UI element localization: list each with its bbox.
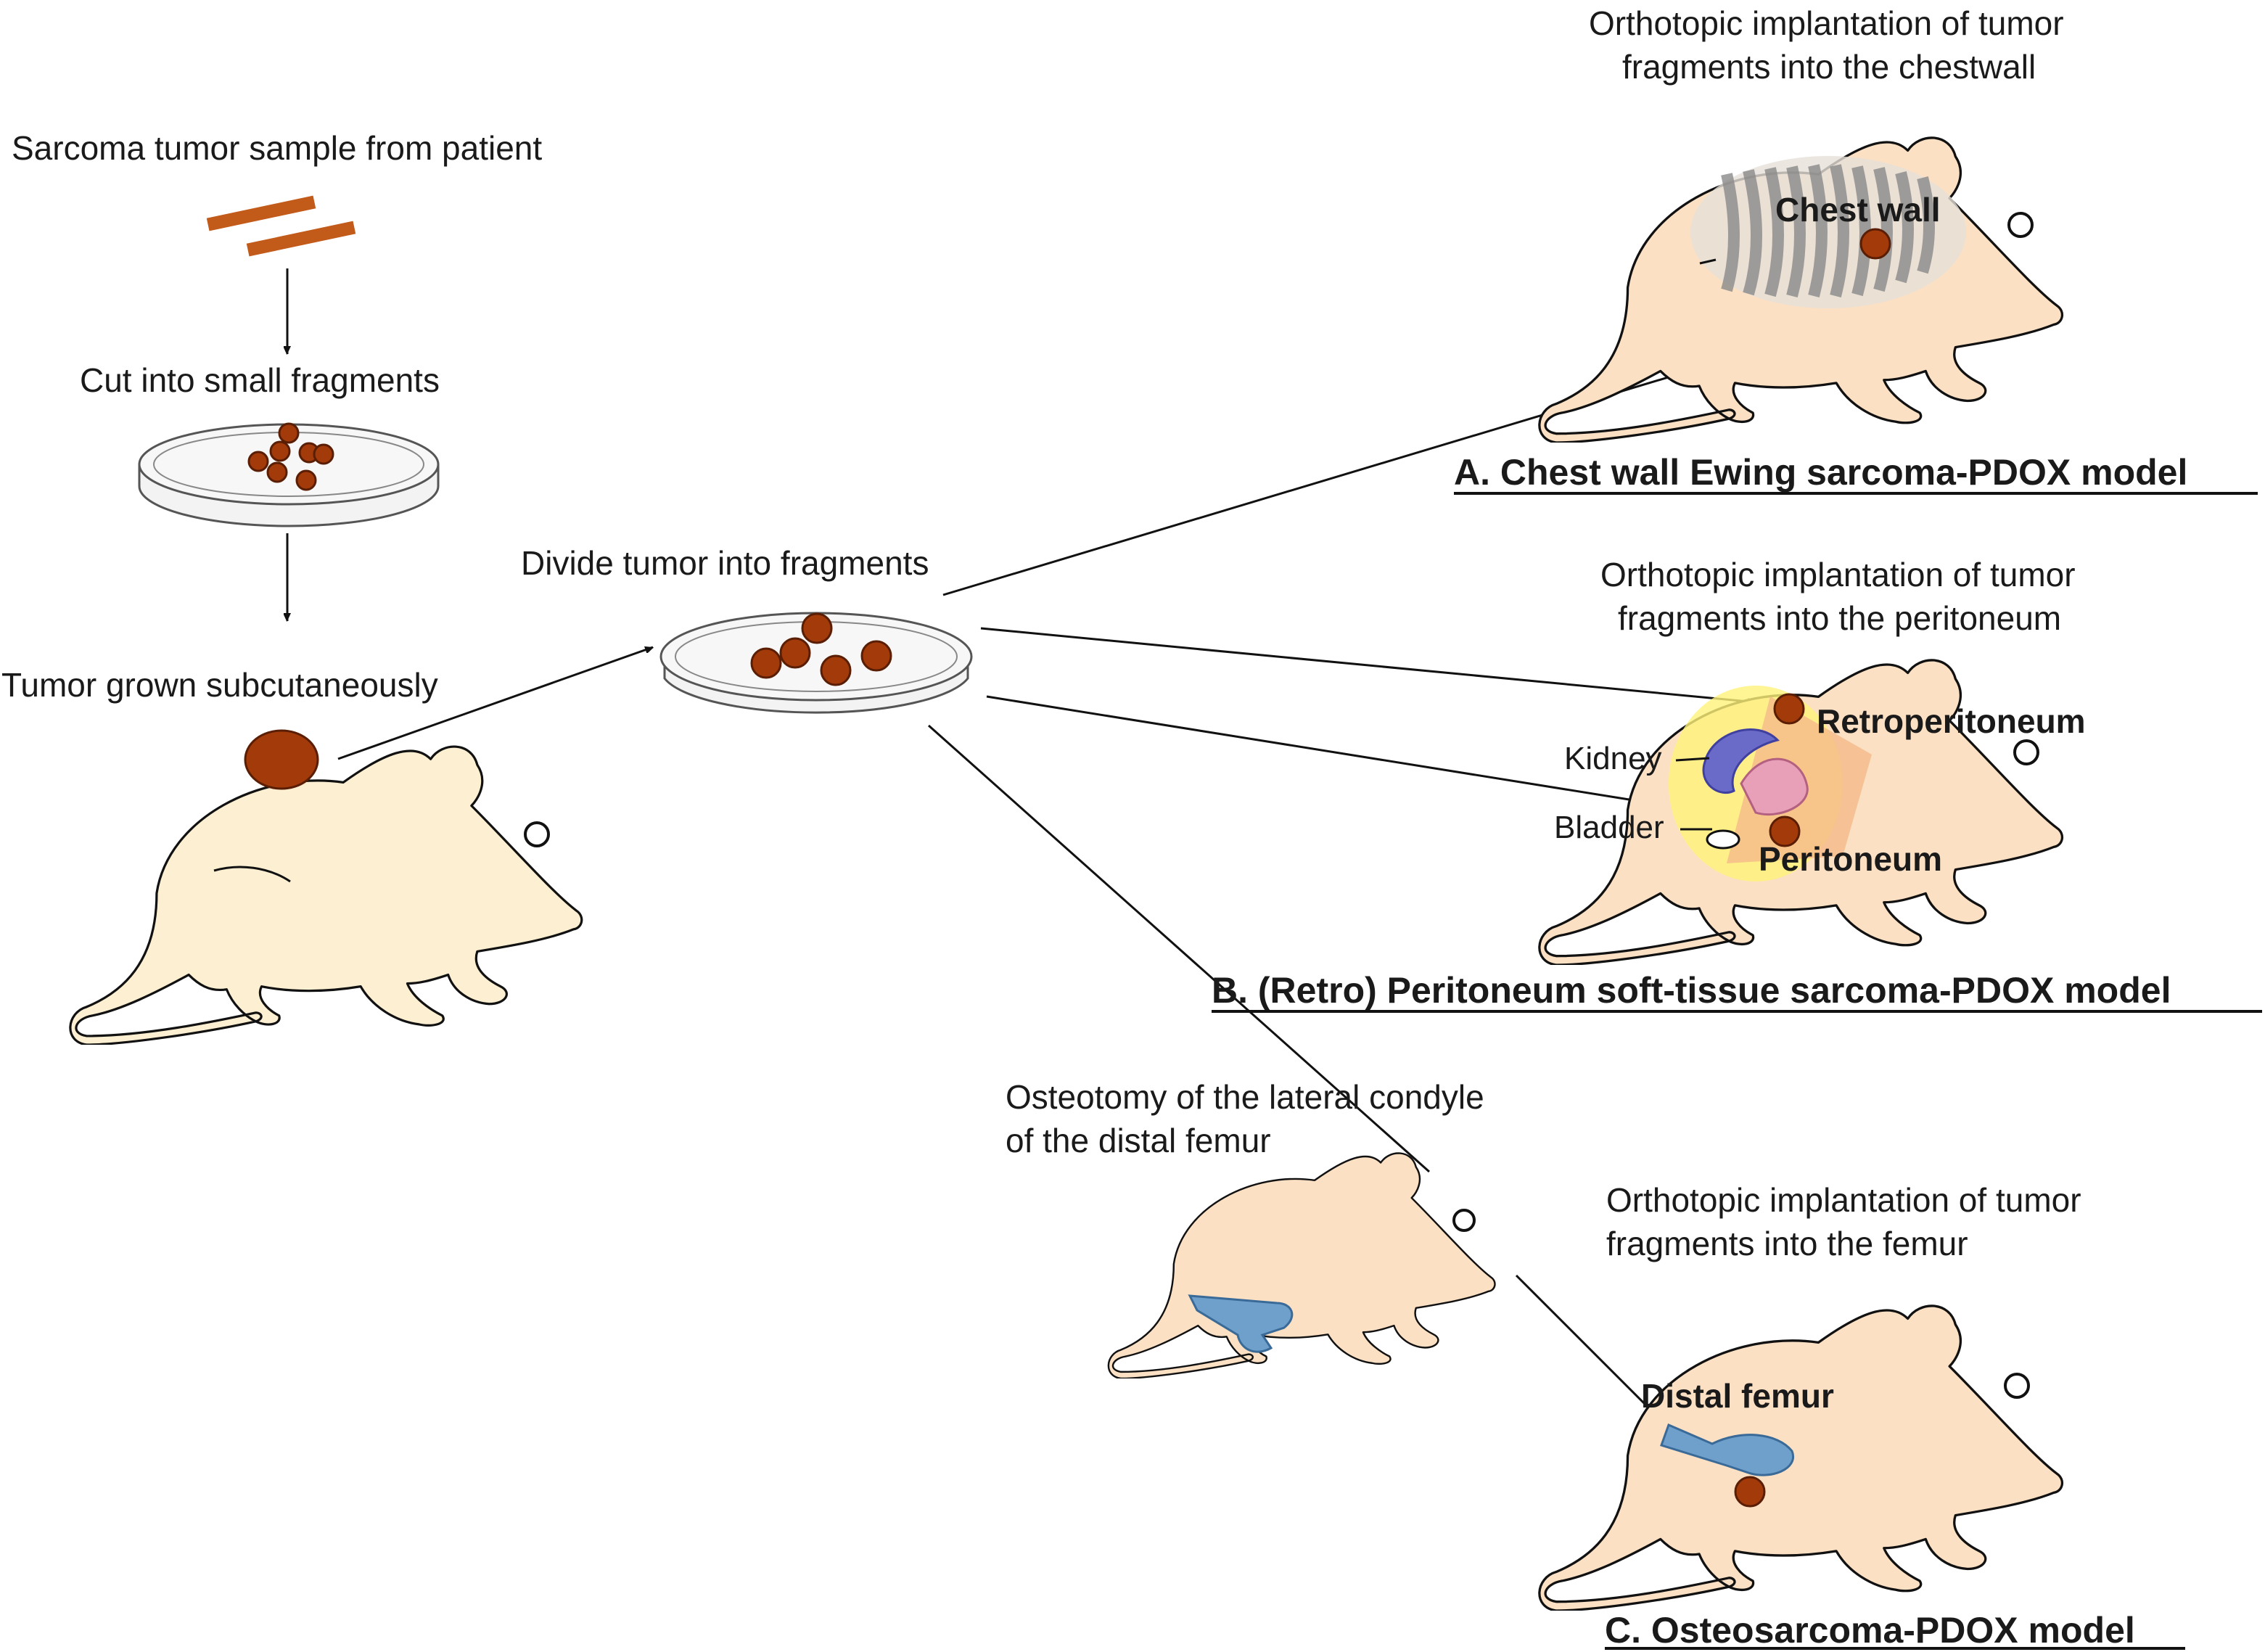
intestine-graphic	[1740, 757, 1809, 816]
panel-b-caption-2: fragments into the peritoneum	[1618, 599, 2061, 637]
distal-femur-label: Distal femur	[1641, 1377, 1834, 1415]
arrow-divide-to-b-retro	[980, 627, 1756, 702]
bladder-label: Bladder	[1554, 810, 1664, 845]
mouse-chest-wall	[1537, 136, 2064, 443]
panel-c-caption-1: Orthotopic implantation of tumor	[1606, 1181, 2081, 1219]
panel-a-caption-2: fragments into the chestwall	[1622, 48, 2036, 86]
peritoneum-label: Peritoneum	[1759, 840, 1942, 878]
mouse-peritoneum	[1537, 658, 2064, 965]
petri-dish-large	[659, 612, 973, 714]
step-cut-label: Cut into small fragments	[80, 361, 440, 399]
step-grown-label: Tumor grown subcutaneously	[1, 666, 438, 704]
mouse-subcutaneous	[68, 729, 583, 1045]
femur-graphic-osteotomy	[1188, 1294, 1294, 1353]
arrow-mouse-to-divide	[337, 646, 653, 760]
arrow-divide-to-b-perit	[986, 695, 1756, 820]
panel-a-caption-1: Orthotopic implantation of tumor	[1589, 4, 2064, 42]
panel-c-caption-2: fragments into the femur	[1606, 1225, 1968, 1262]
step-sample-label: Sarcoma tumor sample from patient	[12, 129, 542, 167]
retroperitoneum-label: Retroperitoneum	[1817, 702, 2086, 740]
chest-wall-label: Chest wall	[1775, 191, 1941, 229]
mouse-osteotomy	[1107, 1151, 1497, 1378]
panel-a-title: A. Chest wall Ewing sarcoma-PDOX model	[1454, 452, 2187, 493]
kidney-graphic	[1702, 728, 1780, 794]
osteotomy-label-1: Osteotomy of the lateral condyle	[1006, 1078, 1484, 1116]
panel-c-title: C. Osteosarcoma-PDOX model	[1605, 1610, 2135, 1651]
panel-b-title: B. (Retro) Peritoneum soft-tissue sarcom…	[1212, 970, 2171, 1011]
femur-graphic-implant	[1660, 1423, 1795, 1476]
osteotomy-label-2: of the distal femur	[1006, 1122, 1271, 1159]
petri-dish-small	[138, 422, 440, 527]
line-divide-to-c	[928, 724, 1430, 1173]
mouse-distal-femur	[1537, 1304, 2064, 1611]
tumor-sample-strips	[206, 195, 356, 257]
ribcage-graphic	[1690, 156, 1966, 308]
step-divide-label: Divide tumor into fragments	[521, 544, 929, 582]
kidney-label: Kidney	[1564, 741, 1662, 776]
panel-b-caption-1: Orthotopic implantation of tumor	[1600, 556, 2076, 593]
